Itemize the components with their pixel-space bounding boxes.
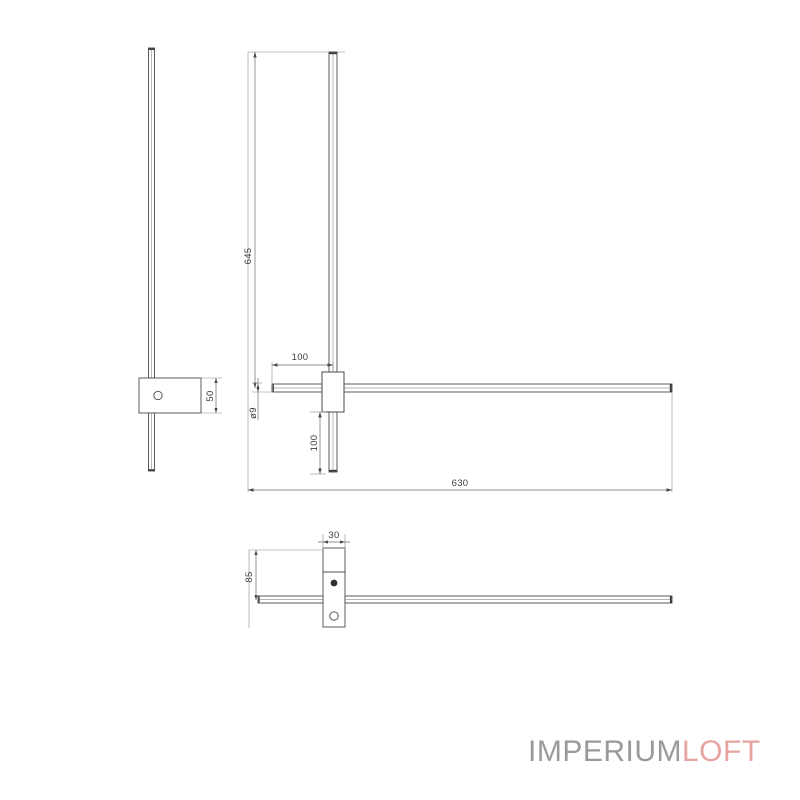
brand-logo-primary: IMPERIUM xyxy=(528,735,682,768)
dimension-label-50: 50 xyxy=(205,390,216,401)
plan-view-hole-open xyxy=(329,611,339,621)
brand-logo: IMPERIUMLOFT xyxy=(528,735,761,769)
dimension-front-hole-dia-9: ø9 xyxy=(248,378,275,420)
dimension-side-height-50: 50 xyxy=(201,377,222,414)
brand-logo-accent: LOFT xyxy=(682,735,761,768)
plan-view-mount-block xyxy=(322,571,346,628)
side-view-group: 50 xyxy=(138,47,222,472)
dimension-label-630: 630 xyxy=(452,478,469,489)
dimension-front-drop-100: 100 xyxy=(309,411,326,475)
plan-view-arm-right xyxy=(344,595,673,604)
side-view-mount-box xyxy=(138,377,202,414)
dimension-plan-depth-85: 85 xyxy=(244,550,258,600)
dimension-front-offset-100: 100 xyxy=(271,352,334,386)
plan-view-arm-left xyxy=(257,595,324,604)
plan-view-mount-block-top xyxy=(322,547,346,573)
dimension-label-645: 645 xyxy=(243,248,254,265)
plan-view-hole-filled xyxy=(330,579,338,587)
dimension-label-85: 85 xyxy=(244,571,255,582)
front-view-group: 645 100 ø9 xyxy=(243,51,673,492)
dimension-front-width-630: 630 xyxy=(248,478,672,492)
dimension-label-100-horizontal: 100 xyxy=(292,352,309,363)
front-view-vertical-bar xyxy=(328,51,338,373)
dimension-plan-width-30: 30 xyxy=(318,530,350,550)
front-view-vertical-bar-lower xyxy=(328,411,338,473)
dimension-label-30: 30 xyxy=(328,530,339,541)
side-view-vertical-bar xyxy=(148,47,155,379)
dimension-label-dia-9: ø9 xyxy=(248,407,259,419)
dimension-front-height-645: 645 xyxy=(243,52,257,388)
side-view-vertical-bar-lower xyxy=(148,412,155,472)
plan-view-group: 30 85 xyxy=(244,530,673,628)
front-view-junction-block xyxy=(321,371,345,413)
dimension-label-100-vertical: 100 xyxy=(309,435,320,452)
